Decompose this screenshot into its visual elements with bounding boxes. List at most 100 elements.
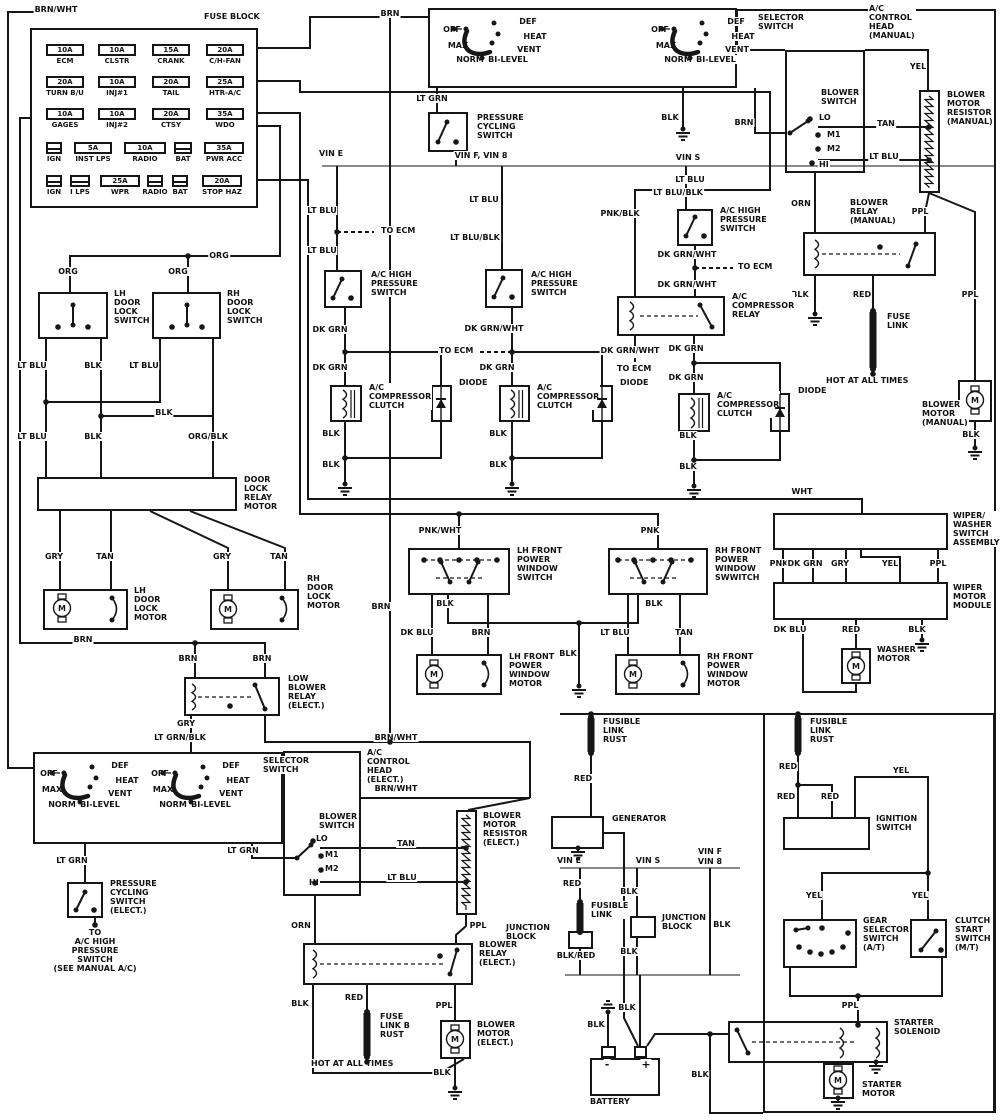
label-vin-8: VIN 8 bbox=[696, 857, 724, 866]
gnd-glyph bbox=[509, 481, 515, 487]
wire bbox=[345, 351, 442, 385]
ac-high-pressure-switch-1 bbox=[324, 270, 362, 308]
label-m1: M1 bbox=[324, 850, 340, 859]
label-generator: GENERATOR bbox=[611, 814, 668, 823]
label-dk-grn: DK GRN bbox=[667, 344, 705, 353]
label-blk: BLK bbox=[432, 1068, 452, 1077]
label-lo: LO bbox=[315, 834, 329, 843]
dot-glyph bbox=[334, 229, 340, 235]
label-pnk: PNK bbox=[639, 526, 661, 535]
fuse-bat bbox=[172, 175, 188, 187]
generator bbox=[551, 816, 604, 849]
label-heat: HEAT bbox=[225, 776, 251, 785]
label-lh: LH DOOR LOCK SWITCH bbox=[113, 289, 151, 325]
label-blk: BLK bbox=[644, 599, 664, 608]
ac-control-head-manual bbox=[428, 8, 737, 88]
label-def: DEF bbox=[110, 761, 130, 770]
label-red: RED bbox=[343, 993, 365, 1002]
label-a-c: A/C COMPRESSOR CLUTCH bbox=[368, 383, 433, 410]
clutch-start-switch bbox=[910, 919, 947, 958]
label-red: RED bbox=[840, 625, 862, 634]
wire bbox=[455, 915, 467, 943]
label-blk: BLK bbox=[488, 429, 508, 438]
label-to-ecm: TO ECM bbox=[616, 364, 653, 373]
battery bbox=[590, 1058, 660, 1096]
blower-motor-resistor-manual bbox=[919, 90, 940, 193]
label-lt-blu: LT BLU bbox=[674, 175, 706, 184]
label-gry: GRY bbox=[175, 719, 197, 728]
label-red: RED bbox=[572, 774, 594, 783]
label-lt-grn-blk: LT GRN/BLK bbox=[153, 733, 207, 742]
wire bbox=[646, 1033, 728, 1047]
label-vin-f-vin-8: VIN F, VIN 8 bbox=[453, 151, 509, 160]
label-orn: ORN bbox=[790, 199, 812, 208]
label-lt-blu: LT BLU bbox=[599, 628, 631, 637]
label-hi: HI bbox=[818, 160, 830, 169]
label-vent: VENT bbox=[107, 789, 133, 798]
dot-glyph bbox=[707, 1031, 713, 1037]
label-blk: BLK bbox=[961, 430, 981, 439]
fuse-label-bat: BAT bbox=[175, 155, 191, 163]
label-dk-grn: DK GRN bbox=[667, 373, 705, 382]
label-blk: BLK bbox=[586, 1020, 606, 1029]
label-off: OFF bbox=[442, 25, 462, 34]
fuse-gages: 10A bbox=[46, 108, 84, 120]
label-battery: BATTERY bbox=[589, 1097, 631, 1106]
label-norm: NORM bbox=[455, 55, 485, 64]
label-norm: NORM bbox=[663, 55, 693, 64]
label-lt-blu: LT BLU bbox=[128, 361, 160, 370]
wire bbox=[189, 510, 286, 589]
label-yel: YEL bbox=[910, 891, 930, 900]
gnd-glyph bbox=[680, 126, 686, 132]
wire bbox=[467, 797, 531, 811]
label-blk: BLK bbox=[690, 1070, 710, 1079]
label-lt-grn: LT GRN bbox=[415, 94, 449, 103]
label-bi-level: BI-LEVEL bbox=[487, 55, 529, 64]
label-tan: TAN bbox=[95, 552, 115, 561]
label-blower: BLOWER MOTOR RESISTOR (MANUAL) bbox=[946, 90, 994, 126]
label-wiper-: WIPER/ WASHER SWITCH ASSEMBLY bbox=[952, 511, 1000, 547]
label-blk: BLK bbox=[558, 649, 578, 658]
label-hi: HI bbox=[308, 878, 320, 887]
label-a-c: A/C COMPRESSOR RELAY bbox=[731, 292, 796, 319]
label-wht: WHT bbox=[790, 487, 814, 496]
label-door: DOOR LOCK RELAY MOTOR bbox=[243, 475, 279, 511]
label-dk-grn: DK GRN bbox=[478, 363, 516, 372]
dot-glyph bbox=[43, 399, 49, 405]
fuse-label-crank: CRANK bbox=[157, 57, 185, 65]
label-def: DEF bbox=[518, 17, 538, 26]
label-a-c-high: A/C HIGH PRESSURE SWITCH bbox=[719, 206, 768, 233]
label-yel: YEL bbox=[908, 62, 928, 71]
label-blower: BLOWER SWITCH bbox=[318, 812, 359, 830]
wire bbox=[754, 88, 786, 134]
fl-glyph bbox=[588, 750, 594, 756]
label-org: ORG bbox=[208, 251, 230, 260]
fuse-label-pwr-acc: PWR ACC bbox=[205, 155, 243, 163]
fuse-inj-2: 10A bbox=[98, 108, 136, 120]
label-a-c: A/C COMPRESSOR CLUTCH bbox=[536, 383, 601, 410]
label-fuse: FUSE LINK B RUST bbox=[379, 1012, 411, 1039]
starter-motor bbox=[823, 1063, 854, 1099]
label-gry: GRY bbox=[211, 552, 233, 561]
wire bbox=[258, 16, 428, 49]
fuse-ctsy: 20A bbox=[152, 108, 190, 120]
dot-glyph bbox=[456, 511, 462, 517]
label-dk-grn: DK GRN bbox=[311, 363, 349, 372]
fuse-block bbox=[30, 28, 258, 208]
label-to-ecm: TO ECM bbox=[438, 346, 475, 355]
fuse-label-ctsy: CTSY bbox=[160, 121, 182, 129]
junction-block-a bbox=[568, 931, 593, 949]
label-off: OFF bbox=[150, 769, 170, 778]
fuse-ign bbox=[46, 142, 62, 154]
label-off: OFF bbox=[650, 25, 670, 34]
blower-motor-resistor-elect bbox=[456, 810, 477, 915]
fuse-label-clstr: CLSTR bbox=[104, 57, 130, 65]
label-brn: BRN bbox=[470, 628, 492, 637]
dot-glyph bbox=[692, 265, 698, 271]
label-rh-front: RH FRONT POWER WINDOW MOTOR bbox=[706, 652, 755, 688]
label-lh-front: LH FRONT POWER WINDOW MOTOR bbox=[508, 652, 556, 688]
label-hot-at-all-times: HOT AT ALL TIMES bbox=[310, 1059, 395, 1068]
fuse-i-lps bbox=[70, 175, 90, 187]
label-lt-grn: LT GRN bbox=[55, 856, 89, 865]
label-ppl: PPL bbox=[840, 1001, 860, 1010]
